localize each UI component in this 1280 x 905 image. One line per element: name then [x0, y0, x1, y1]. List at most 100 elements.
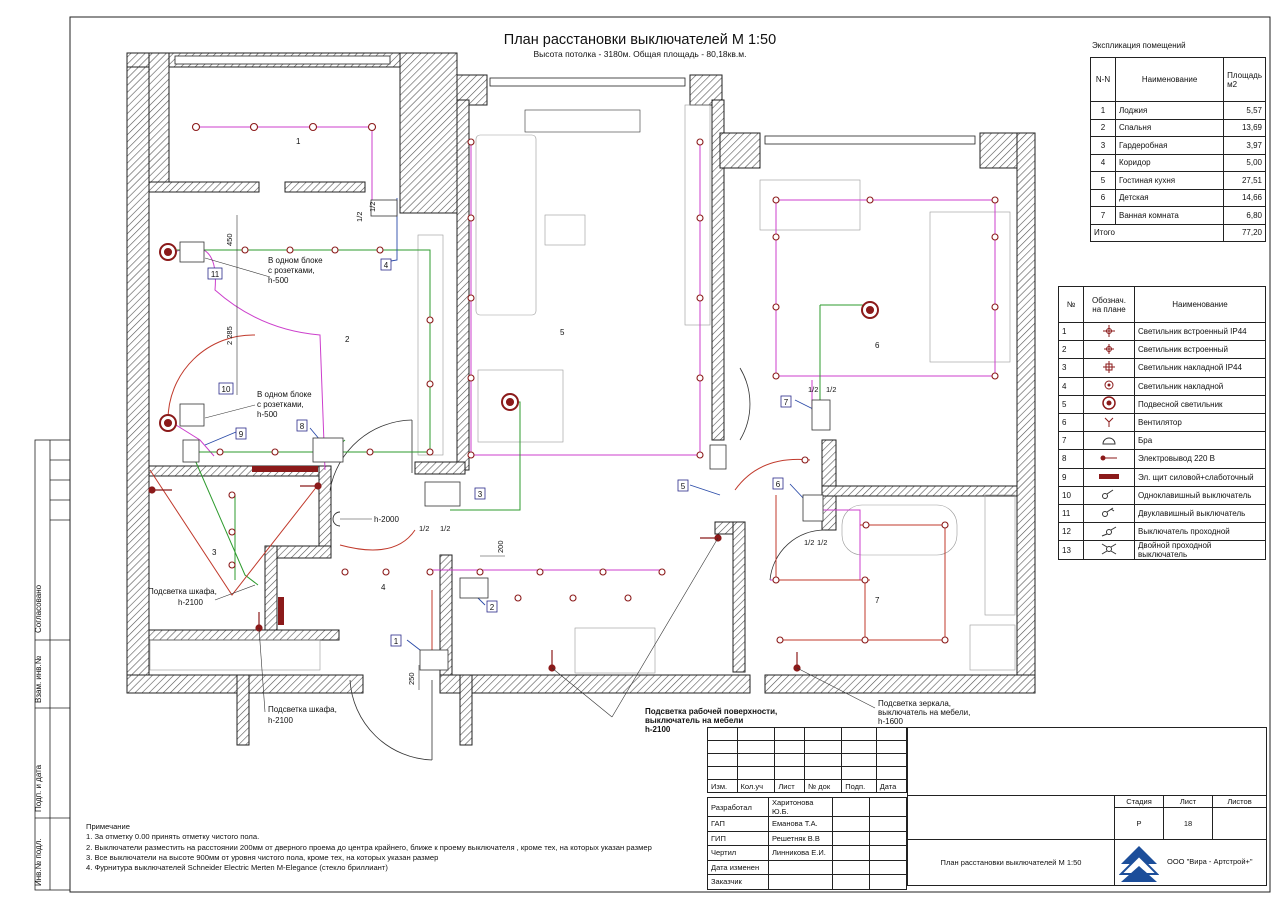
switch-tag-4: 4: [380, 258, 392, 271]
double-pass-switch-icon: [1101, 543, 1117, 555]
stamp-col: Подп.: [841, 779, 877, 793]
svg-text:h-2100: h-2100: [178, 598, 203, 607]
svg-text:В одном блоке: В одном блоке: [257, 390, 312, 399]
svg-text:1/2: 1/2: [355, 212, 364, 222]
switch-tag-11: 11: [207, 267, 223, 280]
sheets-value: [1212, 807, 1267, 840]
svg-text:3: 3: [478, 490, 483, 499]
symbol-surface-ip44-icon: [1103, 360, 1115, 373]
stamp-upper-empty: [907, 727, 1267, 796]
svg-text:1/2: 1/2: [368, 202, 377, 212]
wardrobe-lamps: [228, 491, 236, 569]
svg-text:h-500: h-500: [268, 276, 289, 285]
electrical-panel: [278, 597, 284, 625]
svg-text:4: 4: [384, 261, 389, 270]
room-numbers: 1 2 3 4 5 6 7: [212, 137, 880, 605]
loggia-lamps: [191, 122, 377, 132]
note-line: 3. Все выключатели на высоте 900мм от ур…: [86, 852, 439, 862]
room-number-2: 2: [345, 335, 350, 344]
single-switch-icon: [1102, 489, 1114, 500]
svg-text:5: 5: [681, 482, 686, 491]
stamp-col: Изм.: [707, 779, 738, 793]
svg-text:2 285: 2 285: [225, 326, 234, 345]
col-header: Обознач. на плане: [1083, 286, 1135, 323]
doors: [329, 367, 826, 761]
sheets-label: Листов: [1212, 795, 1267, 808]
stamp-col: Лист: [774, 779, 806, 793]
svg-text:11: 11: [211, 270, 220, 279]
switch-tag-7: 7: [780, 395, 792, 408]
svg-text:h-2100: h-2100: [645, 725, 671, 734]
col-header: Наименование: [1134, 286, 1266, 323]
power-output-icon: [1100, 455, 1117, 461]
living-lamps: [467, 138, 704, 459]
bedroom-lamps: [216, 246, 434, 456]
switch-tag-9: 9: [235, 427, 247, 440]
svg-text:выключатель на мебели: выключатель на мебели: [645, 716, 743, 725]
col-header: Наименование: [1114, 57, 1225, 102]
svg-text:h-500: h-500: [257, 410, 278, 419]
svg-text:7: 7: [784, 398, 789, 407]
room-number-7: 7: [875, 596, 880, 605]
svg-text:200: 200: [496, 540, 505, 553]
side-label-inv-original: Инв.№ подл.: [34, 838, 43, 886]
svg-text:выключатель на мебели,: выключатель на мебели,: [878, 708, 970, 717]
plan-annotations: В одном блоке с розетками, h-500 В одном…: [148, 256, 970, 734]
svg-text:10: 10: [222, 385, 231, 394]
svg-text:9: 9: [239, 430, 244, 439]
general-notes: Примечание 1. За отметку 0.00 принять от…: [86, 822, 652, 873]
fan-icon: [1104, 417, 1114, 427]
svg-text:В одном блоке: В одном блоке: [268, 256, 323, 265]
svg-text:6: 6: [776, 480, 781, 489]
side-label-sign-date: Подп. и дата: [34, 764, 43, 812]
svg-text:1/2: 1/2: [817, 538, 827, 547]
corridor-lamps: [341, 568, 666, 602]
pass-switch-icon: [1101, 526, 1117, 537]
dimensions: 450 2 285 200 250: [225, 215, 505, 690]
plan-subtitle: Высота потолка - 3180м. Общая площадь - …: [534, 49, 747, 59]
double-switch-icon: [1102, 508, 1115, 518]
symbol-recessed-ip44-icon: [1103, 324, 1115, 337]
room-number-4: 4: [381, 583, 386, 592]
room-number-5: 5: [560, 328, 565, 337]
revision-table: Изм. Кол.уч Лист № док Подп. Дата: [707, 727, 908, 793]
svg-text:Подсветка шкафа,: Подсветка шкафа,: [268, 705, 337, 714]
side-label-inv-replace: Взам. инв.№: [34, 655, 43, 703]
svg-text:h-1600: h-1600: [878, 717, 903, 726]
note-line: 4. Фурнитура выключателей Schneider Elec…: [86, 863, 388, 873]
room-number-1: 1: [296, 137, 301, 146]
note-line: 2. Выключатели разместить на расстоянии …: [86, 842, 652, 852]
stamp-col: № док: [804, 779, 843, 793]
drawing-name: План расстановки выключателей М 1:50: [907, 839, 1115, 886]
svg-text:1/2: 1/2: [808, 385, 818, 394]
sheet-label: Лист: [1163, 795, 1213, 808]
svg-text:8: 8: [300, 422, 305, 431]
sconce-icon: [1102, 437, 1116, 445]
electrical-panel-strip: [252, 466, 318, 472]
stamp-col: Дата: [875, 779, 908, 793]
windows: [174, 55, 976, 145]
switch-tag-2: 2: [486, 600, 498, 613]
svg-text:1/2: 1/2: [804, 538, 814, 547]
switches: [179, 199, 831, 671]
svg-text:1/2: 1/2: [419, 524, 429, 533]
col-header: N-N: [1090, 57, 1116, 102]
room-number-3: 3: [212, 548, 217, 557]
company-name: ООО "Вира - Артстрой+": [1167, 857, 1253, 866]
